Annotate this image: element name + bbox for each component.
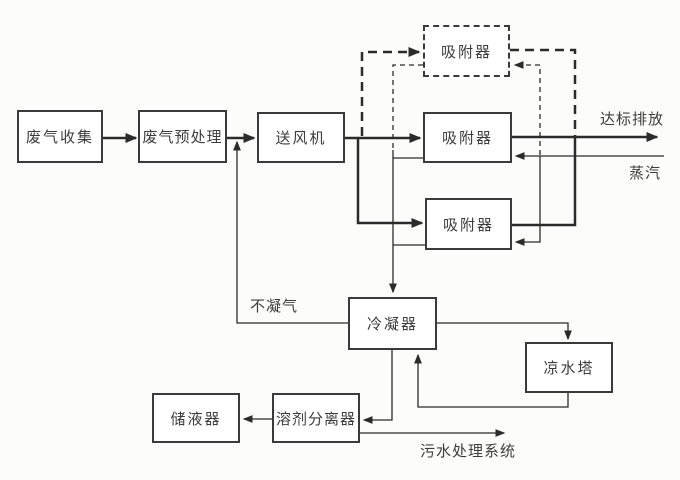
node-label: 吸附器 (442, 215, 494, 234)
main-gas-lines (103, 132, 659, 228)
node-label: 储液器 (170, 409, 222, 428)
node-label: 废气预处理 (142, 128, 223, 146)
node-label: 凉水塔 (543, 359, 595, 377)
connector-condenser-to-separator (362, 350, 393, 424)
label-steam: 蒸汽 (629, 164, 662, 182)
label-sewage-treatment-system: 污水处理系统 (420, 442, 517, 460)
connector-steam-to-adsorber2 (514, 156, 541, 246)
node-waste-gas-collection: 废气收集 (17, 110, 103, 163)
connector-condenser-to-tower (437, 322, 572, 341)
connector-fan-to-standby (360, 47, 421, 136)
label-non-condensable-gas: 不凝气 (250, 297, 299, 315)
desorption-lines (389, 64, 425, 294)
connector-adsorber2-to-discharge (512, 138, 577, 227)
label-discharge: 达标排放 (600, 110, 665, 128)
node-label: 送风机 (275, 129, 327, 147)
connector-tower-to-condenser (414, 353, 569, 408)
steam-lines (514, 152, 664, 246)
node-liquid-receiver: 储液器 (152, 393, 240, 443)
node-label: 吸附器 (441, 129, 493, 147)
connector-standby-desorb (392, 64, 423, 150)
node-adsorber-1: 吸附器 (423, 112, 512, 163)
connector-steam-to-standby (513, 61, 541, 155)
connector-noncondensable-return (233, 140, 348, 324)
node-condenser: 冷凝器 (348, 297, 437, 350)
node-blower-fan: 送风机 (257, 112, 345, 163)
liquid-lines (233, 140, 572, 437)
node-label: 吸附器 (440, 42, 492, 61)
node-adsorber-2: 吸附器 (425, 198, 512, 250)
node-label: 冷凝器 (366, 315, 418, 333)
standby-gas-lines (360, 47, 577, 136)
connector-fan-to-adsorber2 (356, 138, 424, 228)
node-adsorber-standby: 吸附器 (423, 25, 510, 77)
node-label: 废气收集 (25, 128, 94, 146)
node-solvent-separator: 溶剂分离器 (272, 393, 360, 443)
node-waste-gas-pretreatment: 废气预处理 (138, 110, 227, 163)
node-label: 溶剂分离器 (275, 409, 356, 428)
steam-line-standby (513, 61, 541, 155)
node-cooling-tower: 凉水塔 (525, 342, 613, 393)
connector-standby-to-discharge (510, 48, 577, 136)
